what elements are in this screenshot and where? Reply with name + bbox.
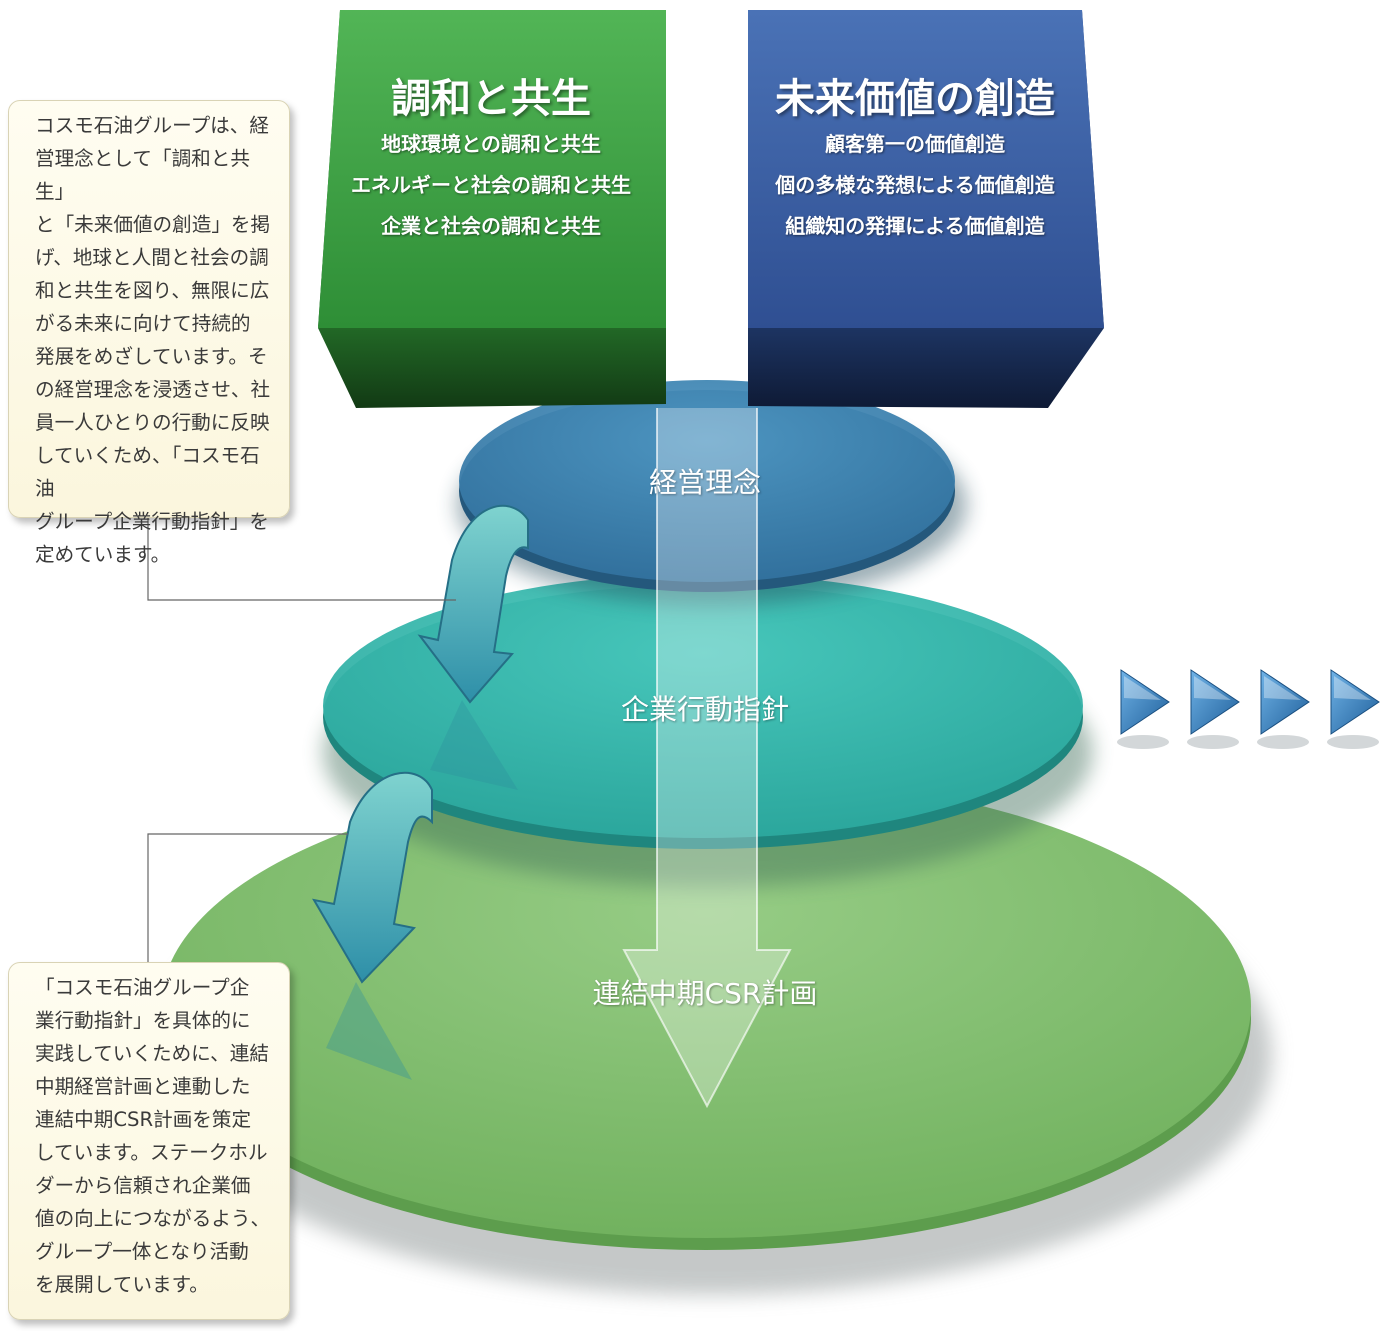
note-bottom-line: 「コスモ石油グループ企 [35,976,250,999]
note-top-line: していくため、「コスモ石油 [35,444,260,500]
future-title: 未来価値の創造 [775,76,1055,122]
guidelines-label: 企業行動指針 [620,693,789,726]
continuation-arrow-icon [1330,669,1380,735]
note-bottom-line: 実践していくために、連結 [35,1042,269,1065]
guidelines-disc [323,574,1093,887]
csr-plan-label: 連結中期CSR計画 [592,977,818,1010]
philosophy-disc [457,380,967,605]
continuation-arrow-shadow [1117,735,1169,749]
curved-arrow-philosophy-to-guidelines [417,504,529,790]
future-line-3: 組織知の発揮による価値創造 [785,214,1045,238]
note-top-line: コスモ石油グループは、経 [35,114,269,137]
note-bottom-line: ダーから信頼され企業価 [35,1174,251,1197]
harmony-line-3: 企業と社会の調和と共生 [381,214,601,238]
harmony-title: 調和と共生 [391,76,591,122]
continuation-arrow-icon [1120,669,1170,735]
curved-arrow-guidelines-to-csr [312,771,433,1080]
philosophy-label: 経営理念 [648,466,761,499]
note-bottom-line: 値の向上につながるよう、 [35,1207,271,1230]
note-bottom-line: しています。ステークホル [35,1141,268,1164]
note-bottom: 「コスモ石油グループ企 業行動指針」を具体的に 実践していくために、連結 中期経… [8,962,290,1320]
continuation-arrow-highlight [1264,676,1301,700]
note-top-line: グループ企業行動指針」を [35,510,269,533]
note-bottom-line: 業行動指針」を具体的に [35,1009,251,1032]
harmony-line-2: エネルギーと社会の調和と共生 [351,173,631,197]
note-top-line: がる未来に向けて持続的 [35,312,251,335]
note-top-line: 発展をめざしています。そ [35,345,268,368]
future-line-2: 個の多様な発想による価値創造 [775,173,1055,197]
note-top-line: 和と共生を図り、無限に広 [35,279,270,302]
continuation-arrow-icon [1260,669,1310,735]
flow-down-arrow-outline [622,408,792,1109]
continuation-arrow-shadow [1187,735,1239,749]
connector-line-top [147,518,456,601]
note-bottom-line: 連結中期CSR計画を策定 [35,1108,252,1131]
note-bottom-line: グループ一体となり活動 [35,1240,249,1263]
harmony-value-box [318,10,666,408]
connector-line-bottom [147,833,348,962]
note-top-line: と「未来価値の創造」を掲 [35,213,271,236]
note-bottom-line: を展開しています。 [35,1273,209,1296]
note-top: コスモ石油グループは、経 営理念として「調和と共生」 と「未来価値の創造」を掲 … [8,100,290,566]
continuation-arrow-highlight [1194,676,1231,700]
continuation-arrow-shadow [1257,735,1309,749]
flow-down-arrow [624,408,790,1106]
note-top-line: の経営理念を浸透させ、社 [35,378,271,401]
future-value-box [748,10,1104,408]
future-line-1: 顧客第一の価値創造 [825,132,1005,156]
continuation-arrows [1117,669,1380,749]
continuation-arrow-icon [1190,669,1240,735]
csr-plan-disc [152,774,1272,1295]
future-box-text: 未来価値の創造 顧客第一の価値創造 個の多様な発想による価値創造 組織知の発揮に… [748,74,1082,247]
note-top-line: げ、地球と人間と社会の調 [35,246,269,269]
harmony-box-text: 調和と共生 地球環境との調和と共生 エネルギーと社会の調和と共生 企業と社会の調… [318,74,664,247]
continuation-arrow-shadow [1327,735,1379,749]
note-top-line: 員一人ひとりの行動に反映 [35,411,270,434]
note-bottom-line: 中期経営計画と連動した [35,1075,251,1098]
continuation-arrow-highlight [1124,676,1161,700]
note-top-line: 営理念として「調和と共生」 [35,147,250,203]
note-top-line: 定めています。 [35,543,171,566]
continuation-arrow-highlight [1334,676,1371,700]
harmony-line-1: 地球環境との調和と共生 [381,132,601,156]
